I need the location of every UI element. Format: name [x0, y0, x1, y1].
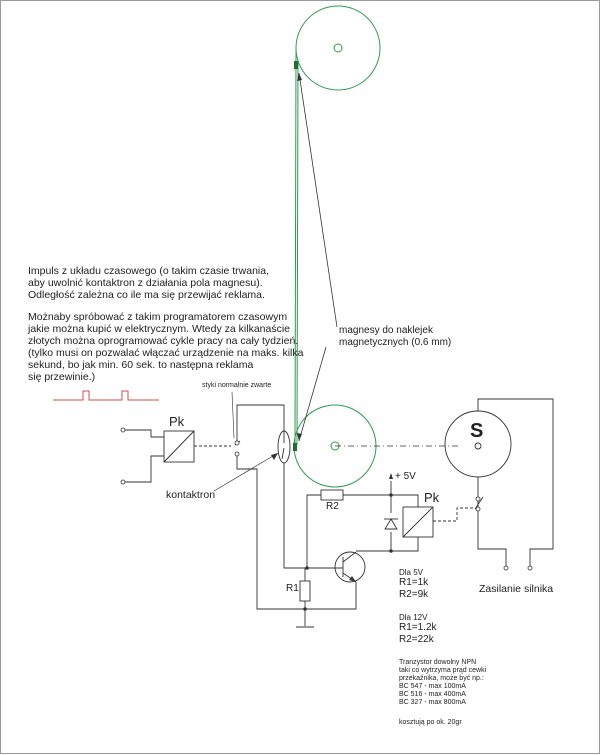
impulse-waveform	[53, 390, 159, 401]
relay-right	[402, 496, 484, 538]
price-note: kosztują po ok. 20gr	[399, 719, 462, 726]
label-relay-right: Pk	[424, 490, 440, 505]
transistor-npn	[305, 551, 366, 610]
top-reel	[295, 5, 381, 91]
supply-rail	[306, 481, 419, 568]
magnet-arrow-top	[298, 72, 338, 328]
label-supply-5v: + 5V	[395, 471, 416, 482]
magnet-arrow-bottom	[298, 346, 327, 442]
label-motor-supply: Zasilanie silnika	[479, 583, 554, 595]
magnet-bottom	[293, 443, 297, 451]
relay-left	[124, 429, 231, 483]
values-5v-resistors: R1=1k R2=9k	[399, 577, 429, 600]
label-relay-left: Pk	[169, 414, 185, 429]
label-r1: R1	[286, 583, 299, 594]
label-reed-switch: kontaktron	[166, 489, 216, 501]
label-nc-contacts: styki normalnie zwarte	[202, 382, 272, 389]
label-r2: R2	[326, 501, 339, 512]
resistor-r2	[320, 489, 344, 501]
transistor-note: Tranzystor dowolny NPN taki co wytrzyma …	[399, 659, 487, 707]
label-magnets: magnesy do naklejek magnetycznych (0.6 m…	[339, 325, 452, 348]
motor	[444, 398, 554, 567]
diode	[384, 518, 398, 530]
values-5v: Dla 5V	[399, 568, 424, 577]
label-motor: S	[470, 420, 484, 442]
advert-belt	[293, 50, 299, 451]
note-impulse: Impuls z układu czasowego (o takim czasi…	[28, 265, 270, 302]
values-12v-resistors: R1=1.2k R2=22k	[399, 622, 437, 645]
reed-switch	[213, 430, 307, 569]
resistor-r1	[299, 568, 311, 626]
values-12v: Dla 12V	[399, 613, 428, 622]
magnet-top	[294, 61, 298, 69]
note-programmer: Możnaby spróbować z takim programatorem …	[28, 311, 304, 384]
nc-contacts	[231, 391, 305, 610]
